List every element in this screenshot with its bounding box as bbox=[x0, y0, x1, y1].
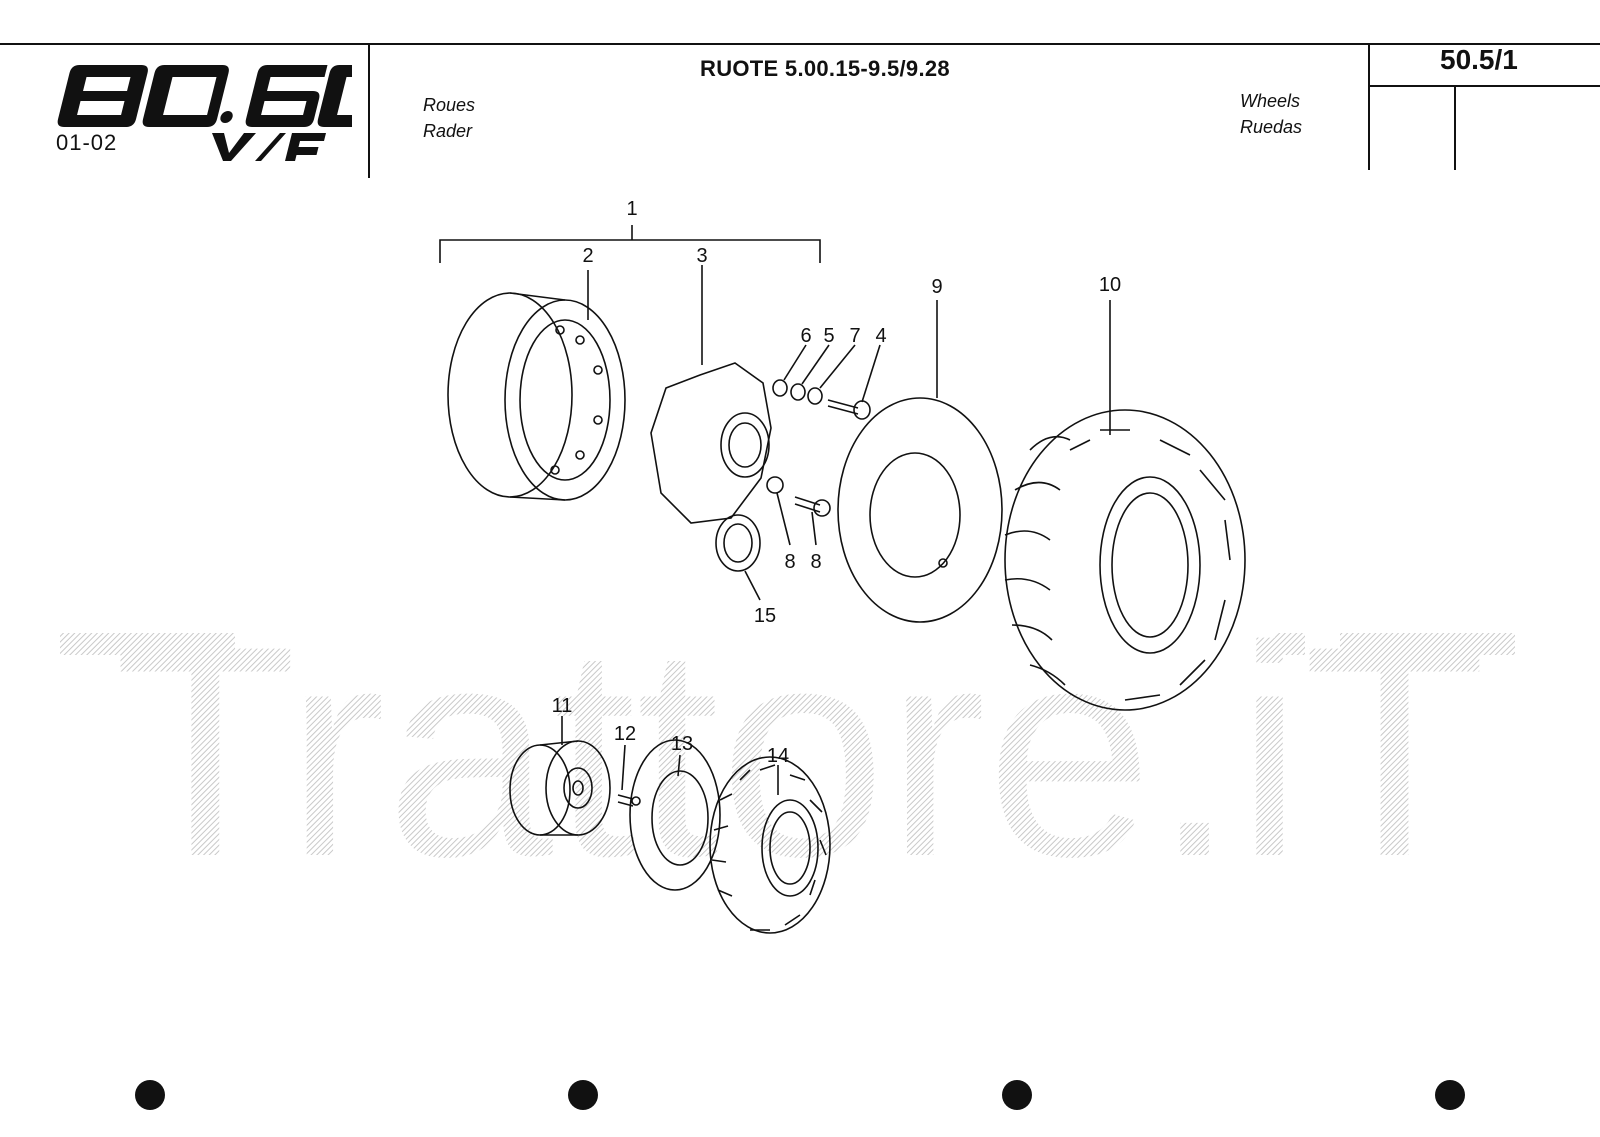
callout-1: 1 bbox=[626, 198, 637, 220]
front-tyre-part bbox=[709, 756, 831, 934]
header-divider-right bbox=[1368, 43, 1370, 170]
callout-8b: 8 bbox=[810, 551, 821, 573]
callout-7: 7 bbox=[849, 325, 860, 347]
punch-hole-1 bbox=[135, 1080, 165, 1110]
callout-2: 2 bbox=[582, 245, 593, 267]
punch-hole-2 bbox=[568, 1080, 598, 1110]
callout-8a: 8 bbox=[784, 551, 795, 573]
header-divider-left bbox=[368, 43, 370, 178]
callout-12: 12 bbox=[614, 723, 636, 745]
callout-10: 10 bbox=[1099, 274, 1121, 296]
brand-logo bbox=[57, 65, 352, 161]
page-number-box-rule bbox=[1368, 85, 1600, 87]
callout-6: 6 bbox=[800, 325, 811, 347]
page-number-box-divider bbox=[1454, 85, 1456, 170]
punch-hole-3 bbox=[1002, 1080, 1032, 1110]
page-number: 50.5/1 bbox=[1440, 44, 1518, 75]
callout-5: 5 bbox=[823, 325, 834, 347]
rear-tyre-part bbox=[1004, 409, 1246, 711]
callout-15: 15 bbox=[754, 605, 776, 627]
inner-tube-part bbox=[837, 397, 1003, 623]
title-french: Roues bbox=[423, 95, 476, 115]
page-title: RUOTE 5.00.15-9.5/9.28 bbox=[700, 56, 950, 81]
callout-14: 14 bbox=[767, 745, 789, 767]
rim-part bbox=[447, 292, 626, 501]
callout-13: 13 bbox=[671, 733, 693, 755]
punch-hole-4 bbox=[1435, 1080, 1465, 1110]
header-rule bbox=[0, 43, 1600, 45]
disc-part bbox=[650, 362, 772, 524]
callout-3: 3 bbox=[696, 245, 707, 267]
assembly-bracket bbox=[439, 239, 821, 263]
title-spanish: Ruedas bbox=[1240, 117, 1303, 137]
model-code: 01-02 bbox=[56, 130, 118, 155]
front-rim-part bbox=[509, 740, 611, 836]
title-english: Wheels bbox=[1240, 91, 1301, 111]
title-swedish: Rader bbox=[423, 121, 473, 141]
callout-4: 4 bbox=[875, 325, 886, 347]
callout-9: 9 bbox=[931, 276, 942, 298]
callout-11: 11 bbox=[552, 695, 573, 717]
